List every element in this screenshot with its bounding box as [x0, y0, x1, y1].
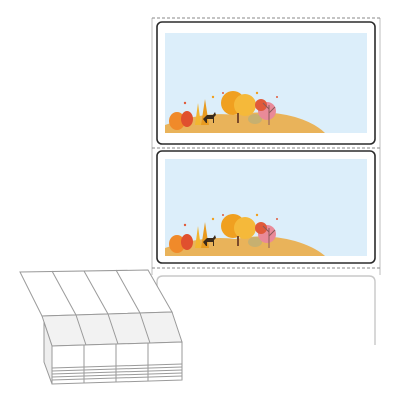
tree-red-small	[181, 234, 193, 250]
fold-divider	[107, 313, 119, 345]
leaf	[211, 217, 215, 221]
stack-line	[51, 372, 183, 378]
leaf	[222, 92, 224, 94]
tree-orange-small	[169, 112, 185, 130]
stack-line	[51, 363, 183, 369]
label-1	[156, 21, 376, 145]
fanfold-top-divider	[83, 270, 109, 315]
bush-green	[248, 114, 262, 124]
label-strip	[151, 17, 381, 345]
leaf	[211, 95, 215, 99]
fanfold-stack-icon	[19, 269, 183, 385]
tree-tall-yellow	[195, 103, 201, 125]
leaf	[276, 218, 278, 220]
fanfold-stack-side	[43, 321, 53, 385]
bush-green	[248, 237, 262, 247]
tree-orange-big-2	[234, 94, 256, 116]
leaf	[255, 213, 259, 217]
stack-line	[51, 369, 183, 375]
stack-line	[51, 366, 183, 372]
label-2	[156, 150, 376, 264]
tree-tall-yellow	[195, 226, 201, 248]
deer-silhouette	[203, 112, 216, 123]
tree-trunk	[237, 113, 239, 123]
fanfold-fold-sheet	[41, 311, 183, 347]
tree-orange-small	[169, 235, 185, 253]
label-1-autumn-illustration	[165, 91, 325, 133]
leaf	[255, 91, 259, 95]
stack-line	[51, 375, 183, 381]
leaf	[276, 96, 278, 98]
label-2-autumn-illustration	[165, 213, 325, 256]
tree-red-right	[255, 99, 267, 111]
fanfold-top-divider	[115, 269, 141, 314]
fold-divider	[75, 314, 87, 346]
tree-bare-branches	[262, 102, 276, 125]
tree-red-right	[255, 222, 267, 234]
leaf	[183, 101, 187, 105]
leaf	[222, 214, 224, 216]
deer-silhouette	[203, 235, 216, 246]
strip-continuation	[156, 275, 376, 345]
tree-trunk	[237, 236, 239, 246]
tree-bare-branches	[262, 225, 276, 248]
tree-orange-big-2	[234, 217, 256, 239]
tree-red-small	[181, 111, 193, 127]
fold-divider	[139, 312, 151, 344]
fanfold-top-divider	[51, 270, 77, 316]
leaf	[183, 223, 187, 227]
